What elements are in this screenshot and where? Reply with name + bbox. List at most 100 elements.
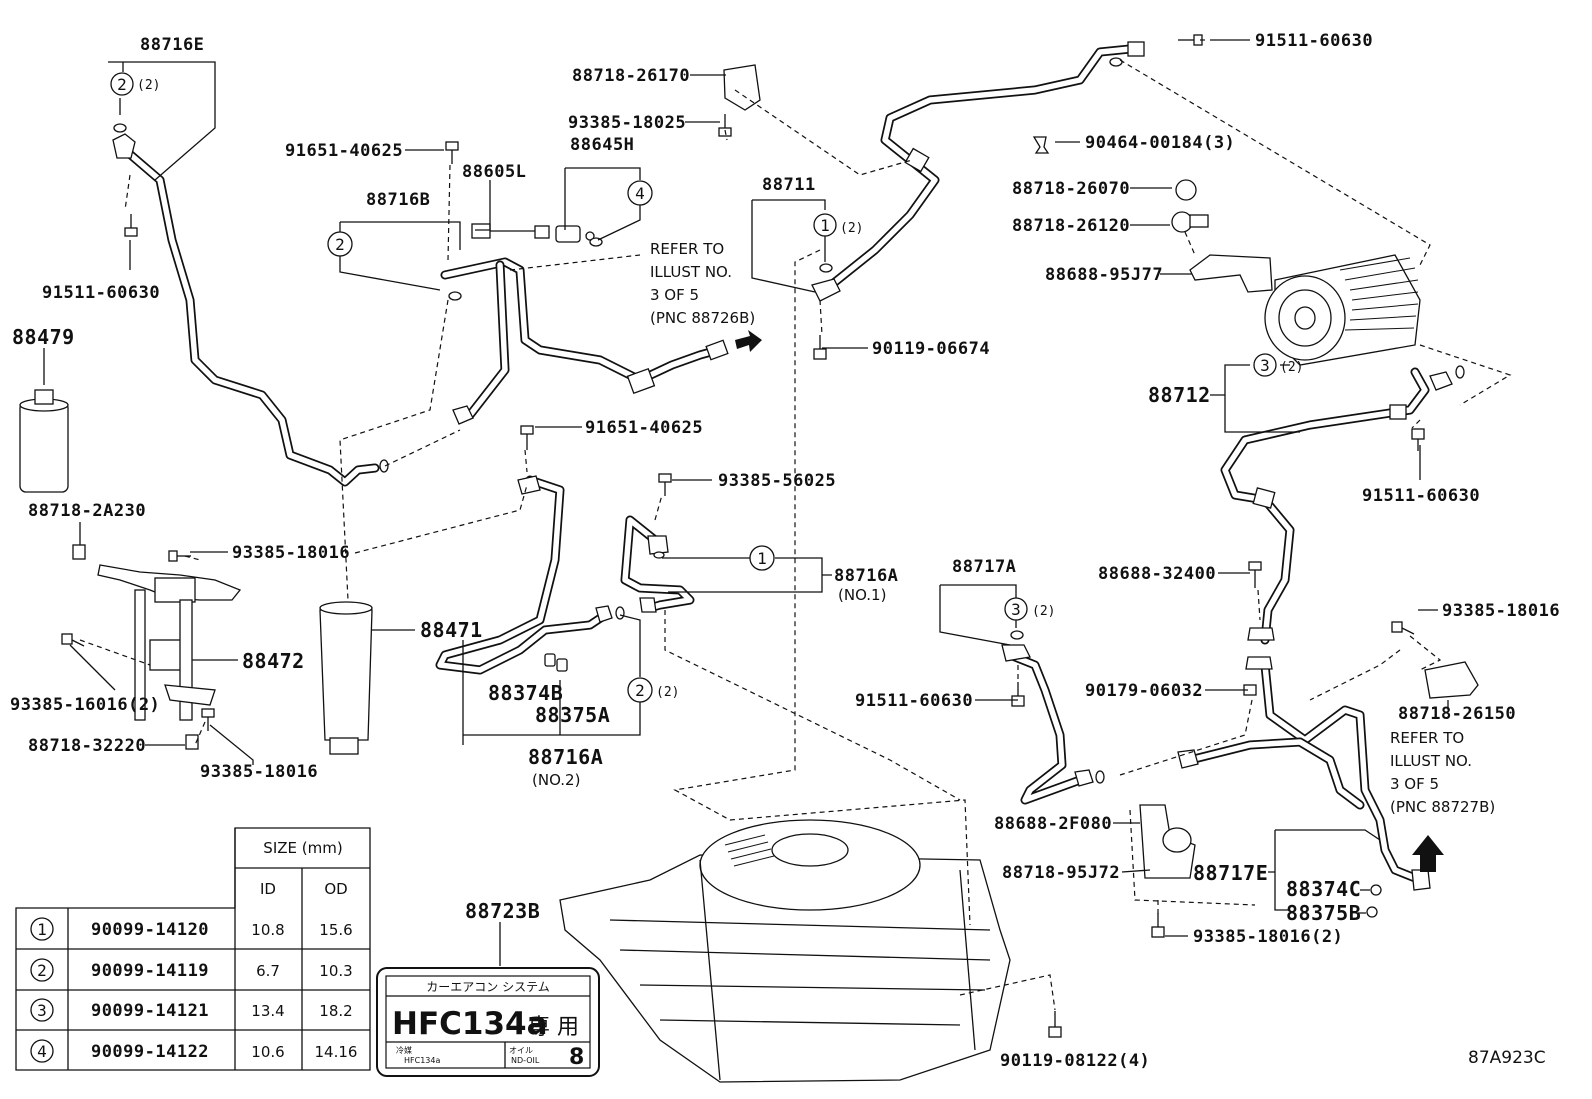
svg-text:冷媒: 冷媒 [396, 1045, 412, 1055]
svg-text:(PNC 88726B): (PNC 88726B) [650, 309, 755, 327]
receiver-88471 [319, 601, 373, 755]
label-88717E: 88717E [1193, 861, 1268, 885]
label-88718-26070: 88718-26070 [1012, 179, 1130, 199]
svg-text:ILLUST NO.: ILLUST NO. [650, 263, 732, 281]
svg-text:(PNC 88727B): (PNC 88727B) [1390, 798, 1495, 816]
table-row: 4 90099-14122 10.6 14.16 [30, 1039, 358, 1063]
svg-text:15.6: 15.6 [319, 921, 352, 939]
svg-text:18.2: 18.2 [319, 1002, 352, 1020]
receiver-88479 [19, 389, 69, 493]
label-88471: 88471 [420, 618, 483, 642]
svg-text:REFER TO: REFER TO [1390, 729, 1464, 747]
clamp-88718-26070 [1175, 179, 1197, 201]
label-93385-16016: 93385-16016(2) [10, 695, 160, 715]
table-header-id: ID [260, 880, 276, 898]
label-91511-60630-top: 91511-60630 [1255, 31, 1373, 51]
label-93385-18016-b: 93385-18016 [200, 762, 318, 782]
callout-3-88712 [1253, 353, 1277, 377]
label-88605L: 88605L [462, 162, 526, 182]
svg-text:(2): (2) [840, 221, 863, 236]
label-88472: 88472 [242, 649, 305, 673]
label-88718-95J72: 88718-95J72 [1002, 863, 1120, 883]
svg-text:13.4: 13.4 [251, 1002, 284, 1020]
refrigerant-label: カーエアコン システム HFC134a 専 用 冷媒 HFC134a オイル N… [376, 967, 600, 1077]
sensor-88605L [471, 223, 550, 239]
svg-text:ND-OIL: ND-OIL [511, 1056, 540, 1065]
svg-text:1: 1 [37, 920, 47, 939]
label-88718-2A230: 88718-2A230 [28, 501, 146, 521]
label-90119-08122: 90119-08122(4) [1000, 1051, 1150, 1071]
refer-note-right: REFER TO ILLUST NO. 3 OF 5 (PNC 88727B) [1390, 729, 1495, 816]
pipe-88716A-no1 [620, 515, 695, 613]
label-93385-18016-a: 93385-18016 [232, 543, 350, 563]
svg-text:4: 4 [635, 184, 645, 203]
label-no1: (NO.1) [838, 586, 886, 604]
arrow-icon-up [1412, 835, 1444, 872]
svg-text:4: 4 [37, 1042, 47, 1061]
label-88375A: 88375A [535, 703, 610, 727]
label-88645H: 88645H [570, 135, 634, 155]
svg-text:2: 2 [335, 235, 345, 254]
svg-text:(2): (2) [1032, 604, 1055, 619]
clamp-88718-26170 [723, 64, 761, 111]
table-row: 2 90099-14119 6.7 10.3 [30, 958, 353, 982]
callout-2-88716B [327, 231, 353, 257]
label-88688-95J77: 88688-95J77 [1045, 265, 1163, 285]
label-88716A-no2: 88716A [528, 745, 603, 769]
table-row: 3 90099-14121 13.4 18.2 [30, 998, 353, 1022]
table-header-size: SIZE (mm) [263, 839, 342, 857]
clamp-88718-26150 [1424, 661, 1479, 699]
label-90179-06032: 90179-06032 [1085, 681, 1203, 701]
svg-text:90099-14120: 90099-14120 [91, 920, 209, 940]
label-93385-18016-r: 93385-18016 [1442, 601, 1560, 621]
svg-text:3: 3 [1260, 356, 1270, 375]
svg-text:14.16: 14.16 [315, 1043, 358, 1061]
svg-text:HFC134a: HFC134a [392, 1006, 548, 1042]
evaporator-unit [559, 819, 1011, 1083]
sensor-88645H [555, 225, 595, 243]
svg-text:2: 2 [37, 961, 47, 980]
leader-lines [43, 39, 1449, 966]
pipe-88716B [440, 257, 729, 425]
clamp-88718-26120 [1171, 211, 1209, 233]
pipe-88716A-no2 [435, 475, 613, 675]
pipe-88716E [112, 133, 380, 487]
pipe-88711 [811, 41, 1145, 302]
label-no2: (NO.2) [532, 771, 580, 789]
bracket-88718-95J72 [1139, 804, 1196, 879]
svg-text:(2): (2) [1280, 360, 1303, 375]
label-93385-18016-2: 93385-18016(2) [1193, 927, 1343, 947]
part-labels: 88716E 91651-40625 88716B 88605L 88645H … [10, 31, 1560, 1071]
label-88718-26150: 88718-26150 [1398, 704, 1516, 724]
callout-3-88717A [1004, 597, 1028, 621]
table-row: 1 90099-14120 10.8 15.6 [30, 917, 353, 941]
svg-text:90099-14121: 90099-14121 [91, 1001, 209, 1021]
label-88716B: 88716B [366, 190, 430, 210]
svg-text:2: 2 [635, 681, 645, 700]
svg-text:1: 1 [757, 549, 767, 568]
size-table: SIZE (mm) ID OD 1 90099-14120 10.8 15.6 … [15, 827, 371, 1071]
svg-text:3: 3 [37, 1001, 47, 1020]
label-88718-26120: 88718-26120 [1012, 216, 1130, 236]
label-91651-40625-a: 91651-40625 [285, 141, 403, 161]
label-93385-18025: 93385-18025 [568, 113, 686, 133]
bracket-88472 [97, 564, 242, 721]
label-88711: 88711 [762, 175, 816, 195]
clamp-88718-2A230 [72, 544, 86, 560]
diagram-code: 87A923C [1468, 1048, 1546, 1068]
svg-text:3 OF 5: 3 OF 5 [1390, 775, 1439, 793]
pipe-88712 [1220, 367, 1453, 645]
label-88712: 88712 [1148, 383, 1211, 407]
svg-text:REFER TO: REFER TO [650, 240, 724, 258]
label-88688-32400: 88688-32400 [1098, 564, 1216, 584]
label-91511-60630-mid: 91511-60630 [855, 691, 973, 711]
dashed-lines [79, 39, 1512, 1011]
label-88716E: 88716E [140, 35, 204, 55]
svg-text:3 OF 5: 3 OF 5 [650, 286, 699, 304]
pipe-88717A [1001, 644, 1094, 805]
svg-text:専 用: 専 用 [528, 1015, 579, 1040]
label-88479: 88479 [12, 325, 75, 349]
svg-text:2: 2 [117, 75, 127, 94]
label-88717A: 88717A [952, 557, 1016, 577]
